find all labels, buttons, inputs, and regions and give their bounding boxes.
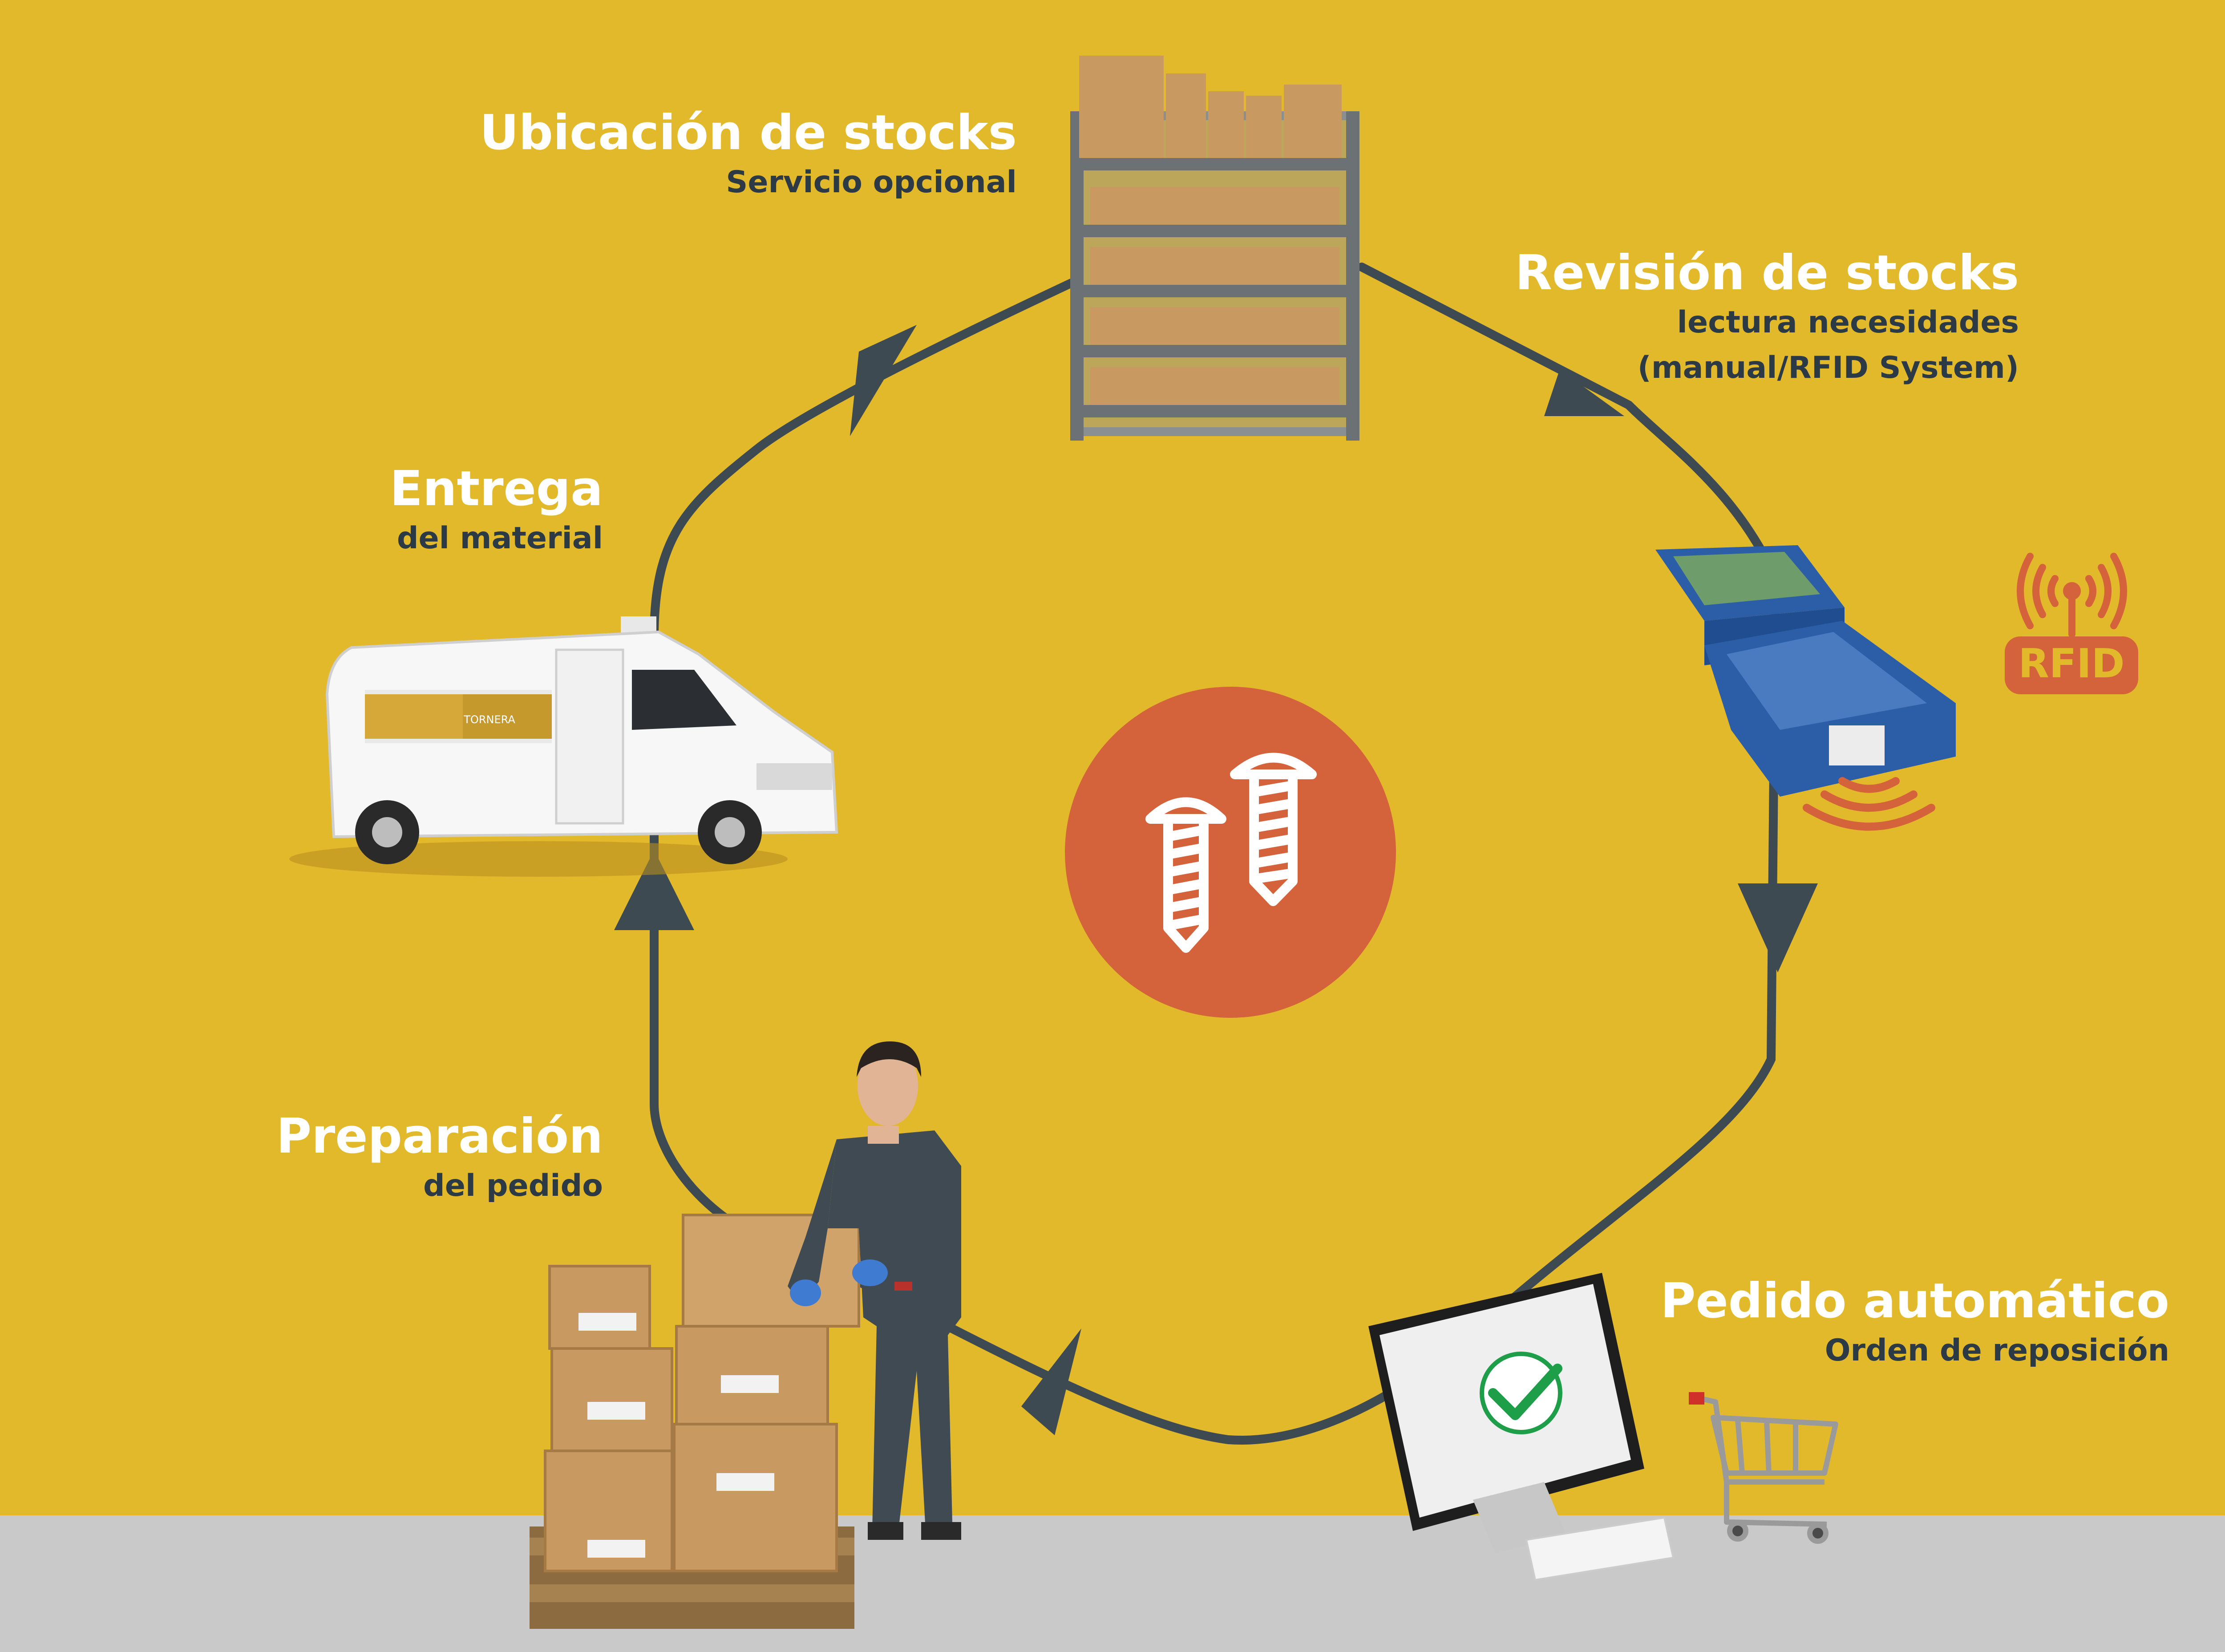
step-preparacion-label: Preparación del pedido (276, 1110, 603, 1209)
rfid-badge (2005, 636, 2138, 694)
step-entrega-label: Entrega del material (390, 461, 603, 561)
blue-bins-image (1655, 545, 1956, 797)
step-pedido-label: Pedido automático Orden de reposición (1660, 1275, 2169, 1373)
checkmark-stroke (1488, 1364, 1562, 1420)
arrow-to-entrega (614, 850, 694, 930)
cart-handle (1689, 1392, 1704, 1405)
step-revision-subtitle-1: lectura necesidades (1677, 304, 2019, 340)
shopping-cart-icon (1695, 1395, 1838, 1544)
rfid-antenna-icon (2017, 553, 2127, 638)
step-ubicacion-subtitle: Servicio opcional (726, 164, 1017, 200)
step-pedido-title: Pedido automático (1660, 1273, 2169, 1329)
checkmark-icon (1480, 1352, 1562, 1434)
rfid-waves-icon (1803, 777, 1935, 831)
step-entrega-title: Entrega (390, 461, 603, 517)
step-pedido-subtitle: Orden de reposición (1824, 1332, 2169, 1368)
warehouse-worker-image (788, 1041, 961, 1540)
step-preparacion-title: Preparación (276, 1109, 603, 1164)
arrow-to-revision (1544, 369, 1624, 416)
step-preparacion-subtitle: del pedido (423, 1168, 603, 1203)
step-entrega-subtitle: del material (396, 520, 603, 556)
delivery-van-image: TORNERA (289, 616, 838, 877)
floor (0, 1515, 2225, 1652)
boxes-pallet-image (530, 1214, 860, 1629)
screws-icon (1145, 753, 1317, 953)
center-badge (1065, 687, 1396, 1018)
rfid-badge-text: RFID (2019, 640, 2125, 687)
arrow-to-pedido (1738, 883, 1818, 972)
step-ubicacion-title: Ubicación de stocks (479, 105, 1017, 161)
van-logo-text: TORNERA (463, 713, 515, 726)
step-revision-subtitle-2: (manual/RFID System) (1637, 350, 2019, 385)
shelving-unit-image (1070, 56, 1359, 441)
step-ubicacion-label: Ubicación de stocks Servicio opcional (479, 105, 1017, 205)
step-revision-label: Revisión de stocks lectura necesidades (… (1515, 247, 2019, 391)
step-revision-title: Revisión de stocks (1515, 245, 2019, 301)
arrow-to-ubicacion (850, 325, 917, 436)
arrow-to-preparacion (1021, 1328, 1081, 1435)
